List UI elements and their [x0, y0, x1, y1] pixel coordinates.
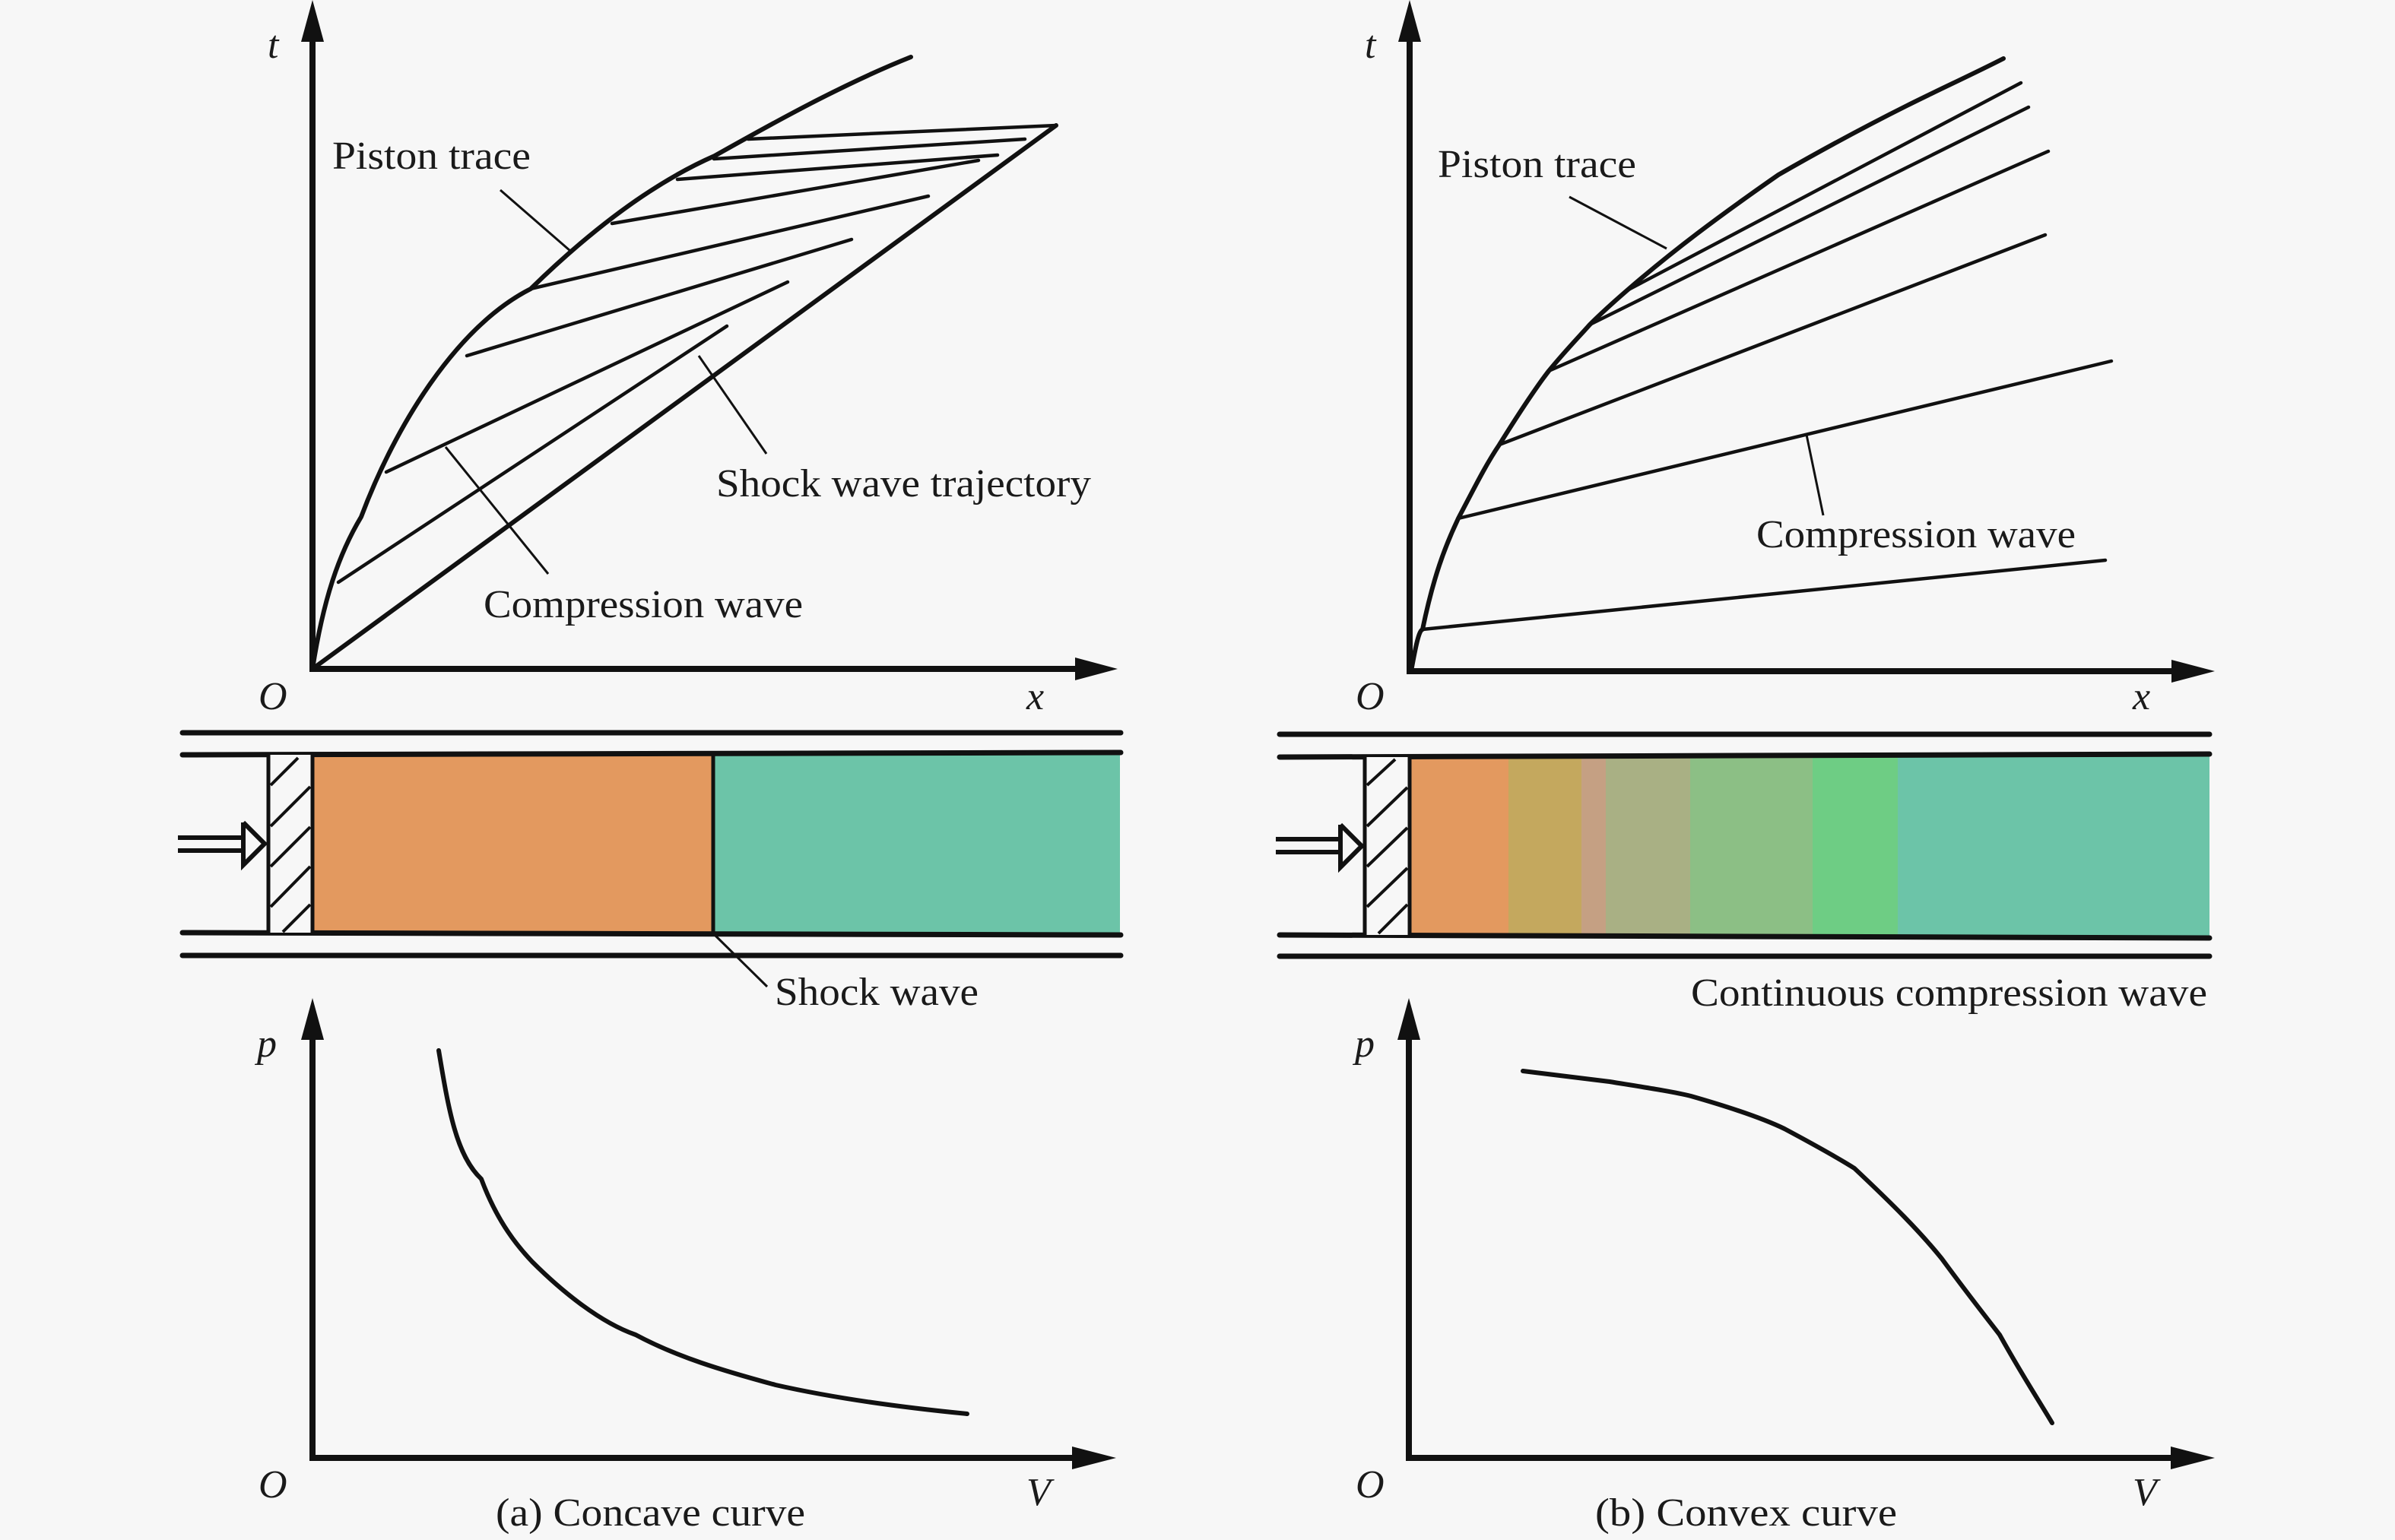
gas-band: [1581, 756, 1606, 936]
t-axis-arrow-icon: [1398, 0, 1421, 42]
shock-wave-leader: [713, 933, 769, 988]
compression-wave-line: [465, 237, 854, 358]
tube-inner-wall-bottom: [179, 930, 1124, 938]
p-axis-arrow-icon: [1397, 998, 1420, 1040]
gas-band: [1813, 755, 1898, 936]
piston: [266, 755, 315, 933]
panel-a-caption: (a) Concave curve: [496, 1491, 805, 1535]
piston: [1362, 757, 1412, 935]
compression-wave-line: [712, 137, 1027, 161]
v-axis-label: V: [1026, 1471, 1055, 1514]
compression-wave-line: [675, 153, 1000, 182]
panel-b-tube: Continuous compression wave: [1276, 731, 2213, 1015]
x-axis-label: x: [1026, 675, 1044, 718]
pv-curve-convex: [1521, 1069, 2054, 1425]
compression-wave-line: [1588, 105, 2031, 327]
shock-trajectory-label: Shock wave trajectory: [716, 462, 1091, 505]
gas-band: [1898, 754, 2209, 937]
compression-wave-line: [1497, 233, 2048, 447]
panel-a-tube: Shock wave: [178, 730, 1124, 1014]
push-arrow-icon: [1276, 822, 1366, 873]
panel-b-xt-diagram: t O x Piston trace Compression wave: [1356, 0, 2215, 718]
push-arrow-icon: [178, 820, 268, 871]
compression-wave-label: Compression wave: [1756, 513, 2076, 556]
v-axis-arrow-icon: [2171, 1447, 2215, 1469]
continuous-compression-wave-label: Continuous compression wave: [1691, 971, 2207, 1015]
pv-curve-concave: [436, 1048, 969, 1416]
gas-band: [1606, 756, 1690, 936]
piston-trace-label: Piston trace: [332, 135, 531, 178]
piston-trace-leader: [1569, 195, 1667, 250]
origin-label: O: [1356, 675, 1385, 718]
shock-trajectory-leader: [697, 355, 768, 455]
shock-wave-trajectory: [310, 123, 1058, 671]
v-axis-arrow-icon: [1072, 1447, 1116, 1469]
tube-inner-wall-top: [179, 749, 1124, 758]
t-axis-arrow-icon: [301, 0, 324, 42]
p-axis-arrow-icon: [301, 998, 324, 1040]
piston-trace-label: Piston trace: [1438, 143, 1636, 186]
gas-band: [1410, 757, 1508, 935]
compressed-gas-region: [312, 755, 713, 933]
undisturbed-gas-region: [713, 753, 1120, 935]
p-axis-label: p: [254, 1022, 277, 1066]
shock-wave-label: Shock wave: [775, 971, 979, 1014]
compression-wave-line: [1420, 558, 2108, 632]
compression-wave-line: [1546, 149, 2051, 373]
origin-label: O: [1356, 1463, 1385, 1507]
x-axis-arrow-icon: [2171, 660, 2215, 683]
t-axis-label: t: [268, 24, 280, 67]
continuous-compression-bands: [1410, 754, 2209, 937]
p-axis-label: p: [1352, 1022, 1375, 1066]
compression-wave-line: [610, 158, 981, 226]
x-axis-label: x: [2132, 675, 2150, 718]
piston-hatch: [1366, 758, 1409, 935]
compression-wave-label: Compression wave: [484, 583, 803, 626]
origin-label: O: [259, 1463, 287, 1507]
origin-label: O: [259, 675, 287, 718]
compression-waves: [1420, 81, 2114, 632]
piston-trace-leader: [500, 189, 571, 252]
panel-b-caption: (b) Convex curve: [1595, 1491, 1897, 1535]
t-axis-label: t: [1365, 24, 1377, 67]
tube-inner-wall-top: [1277, 751, 2213, 760]
panel-a-xt-diagram: t O x Piston trace Shock wave trajectory…: [259, 0, 1118, 718]
piston-trace: [1409, 56, 2006, 673]
compression-wave-leader: [1805, 434, 1825, 516]
compression-wave-line: [1625, 81, 2023, 293]
tube-inner-wall-bottom: [1277, 932, 2213, 941]
compression-wave-line: [336, 324, 729, 585]
compression-wave-line: [384, 280, 790, 474]
gas-band: [1508, 756, 1581, 936]
compression-wave-line: [528, 194, 931, 291]
x-axis-arrow-icon: [1075, 658, 1118, 680]
panel-a-pv-diagram: p O V (a) Concave curve: [254, 998, 1116, 1535]
gas-band: [1690, 756, 1813, 936]
compression-waves: [336, 123, 1058, 585]
piston-hatch: [269, 756, 312, 933]
compression-wave-leader: [444, 446, 550, 575]
panel-b-pv-diagram: p O V (b) Convex curve: [1352, 998, 2215, 1535]
v-axis-label: V: [2133, 1471, 2161, 1514]
compression-wave-line: [746, 123, 1058, 141]
compression-wave-line: [1456, 359, 2114, 521]
